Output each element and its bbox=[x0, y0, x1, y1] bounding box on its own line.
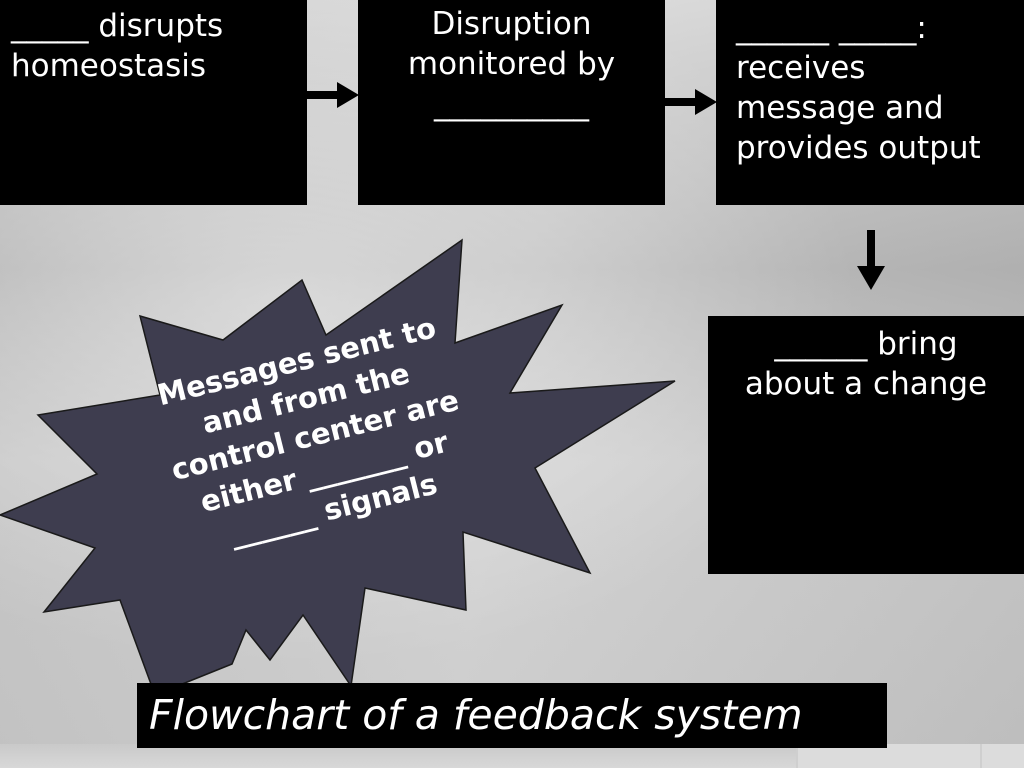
control-center-text-line-2: receives bbox=[736, 50, 866, 86]
arrow-down-icon bbox=[857, 230, 885, 290]
control-center-text-line-1: ______ _____: bbox=[736, 10, 927, 46]
receptor-text-line-1: Disruption bbox=[431, 6, 592, 42]
starburst-polygon bbox=[0, 238, 676, 696]
stimulus-text-line-1: _____ disrupts bbox=[11, 8, 224, 44]
receptor-text-line-3: __________ bbox=[434, 86, 589, 122]
receptor-box: Disruption monitored by __________ bbox=[358, 0, 665, 205]
effector-box: ______ bring about a change bbox=[708, 316, 1024, 574]
control-center-text-line-4: provides output bbox=[736, 130, 981, 166]
control-center-text-line-3: message and bbox=[736, 90, 944, 126]
stimulus-box: _____ disrupts homeostasis bbox=[0, 0, 307, 205]
starburst-shape bbox=[0, 238, 676, 696]
arrow-right-icon bbox=[665, 89, 717, 115]
bottom-strip-tile bbox=[796, 744, 980, 768]
effector-text-line-1: ______ bring bbox=[774, 326, 958, 362]
arrow-right-icon bbox=[307, 82, 359, 108]
slide-caption: Flowchart of a feedback system bbox=[137, 683, 887, 748]
control-center-box: ______ _____: receives message and provi… bbox=[716, 0, 1024, 205]
bottom-strip-tile bbox=[980, 744, 1024, 768]
receptor-text-line-2: monitored by bbox=[407, 46, 616, 82]
stimulus-text-line-2: homeostasis bbox=[11, 48, 207, 84]
effector-text-line-2: about a change bbox=[744, 366, 988, 402]
